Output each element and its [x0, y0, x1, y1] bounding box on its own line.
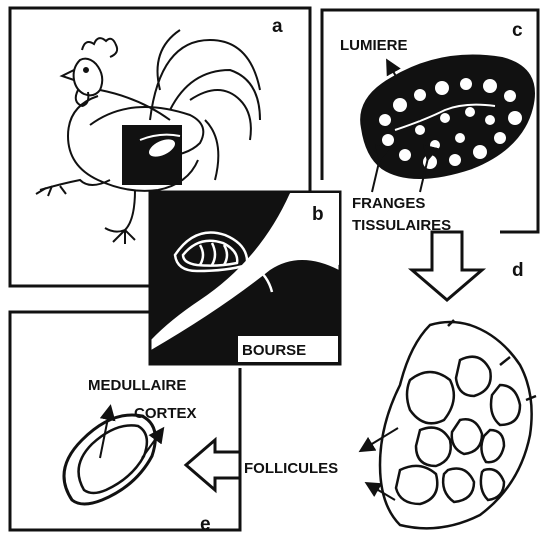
medullaire-label: MEDULLAIRE — [88, 377, 186, 394]
lumiere-label: LUMIERE — [340, 37, 408, 54]
franges-label-line1: FRANGES — [352, 195, 425, 212]
panel-e-letter: e — [200, 514, 211, 535]
panel-d-letter: d — [512, 260, 524, 281]
follicle-network — [380, 320, 536, 528]
panel-a-letter: a — [272, 16, 283, 37]
cortex-label: CORTEX — [134, 405, 197, 422]
bourse-label: BOURSE — [242, 342, 306, 359]
follicules-label: FOLLICULES — [244, 460, 338, 477]
bursa-cross-section — [361, 56, 534, 179]
panel-c-letter: c — [512, 20, 523, 41]
panel-b-letter: b — [312, 204, 324, 225]
panel-b: b BOURSE — [150, 192, 340, 364]
left-arrow-icon — [186, 440, 240, 490]
down-arrow-icon — [412, 232, 482, 300]
